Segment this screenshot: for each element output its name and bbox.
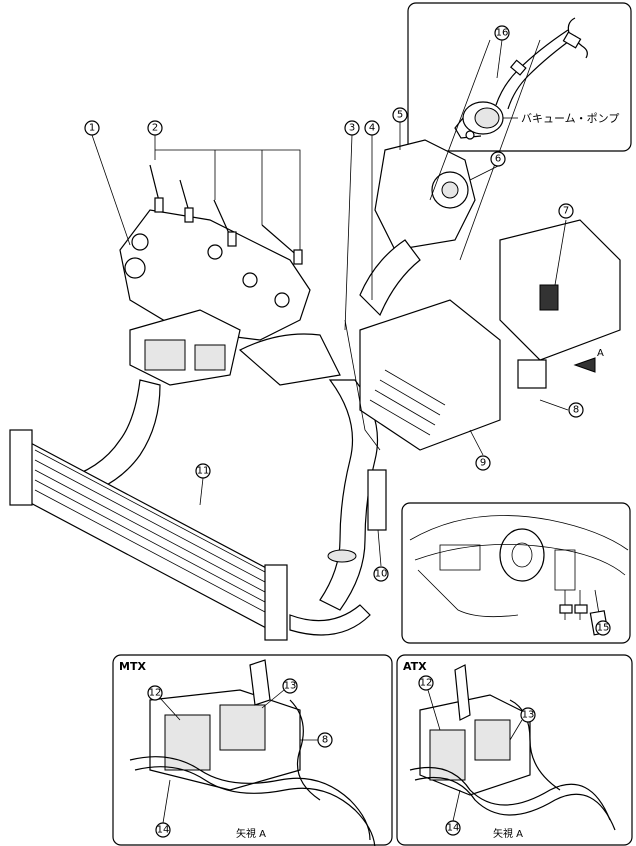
callout-9: 9 [475,455,491,471]
callout-7: 7 [558,203,574,219]
mtx-callout-14: 14 [155,779,171,838]
inset-atx-box [396,654,633,846]
dashboard-pedal-illustration [409,515,629,636]
atx-title: ATX [403,660,427,673]
mtx-callout-13: 13 [261,678,298,709]
callout-4: 4 [364,120,380,136]
turbocharger-illustration [359,139,476,317]
svg-text:2: 2 [152,123,158,134]
vacuum-pump-label: バキューム・ポンプ [521,112,619,125]
callout-8: 8 [568,402,584,418]
svg-text:11: 11 [197,466,210,477]
callout-2: 2 [147,120,163,136]
svg-text:5: 5 [397,110,403,121]
svg-text:13: 13 [284,681,297,692]
svg-text:14: 14 [157,825,170,836]
svg-text:10: 10 [375,569,388,580]
svg-text:4: 4 [369,123,375,134]
svg-text:14: 14 [447,823,460,834]
svg-text:7: 7 [563,206,569,217]
svg-text:13: 13 [522,710,535,721]
svg-text:15: 15 [597,623,610,634]
svg-text:12: 12 [149,688,162,699]
atx-solenoid-illustration [409,664,616,831]
intake-manifold-illustration [119,209,311,386]
svg-text:8: 8 [322,735,328,746]
atx-callout-13: 13 [509,707,536,741]
glow-plugs-illustration [149,164,303,265]
atx-view-a-label: 矢視 A [493,827,523,840]
callout-6: 6 [490,151,506,167]
svg-text:8: 8 [573,405,579,416]
svg-text:9: 9 [480,458,486,469]
svg-text:3: 3 [349,123,355,134]
mtx-title: MTX [119,660,146,673]
callout-10: 10 [373,566,389,582]
intercooler-illustration [9,429,288,641]
leader-lines [91,39,611,629]
inset-mtx-box [112,654,393,846]
svg-text:16: 16 [496,28,509,39]
mtx-view-a-label: 矢視 A [236,827,266,840]
mtx-callout-12: 12 [147,685,181,721]
atx-callout-14: 14 [445,789,461,836]
callout-5: 5 [392,107,408,123]
callout-15: 15 [595,620,611,636]
intake-hoses-illustration [59,333,379,636]
callout-3: 3 [344,120,360,136]
inset-vacuum-pump-box [407,2,632,152]
svg-text:12: 12 [420,678,433,689]
air-cleaner-illustration [344,219,621,531]
mtx-solenoid-illustration [129,659,376,846]
callout-1: 1 [84,120,100,136]
callout-16: 16 [494,25,510,41]
mtx-callout-8: 8 [300,732,333,748]
callout-11: 11 [195,463,211,479]
inset-pedal-box [401,502,631,644]
arrow-a-label: A [597,348,604,359]
atx-callout-12: 12 [418,675,441,731]
svg-text:1: 1 [89,123,95,134]
vacuum-pump-illustration [454,17,588,140]
svg-text:6: 6 [495,154,501,165]
